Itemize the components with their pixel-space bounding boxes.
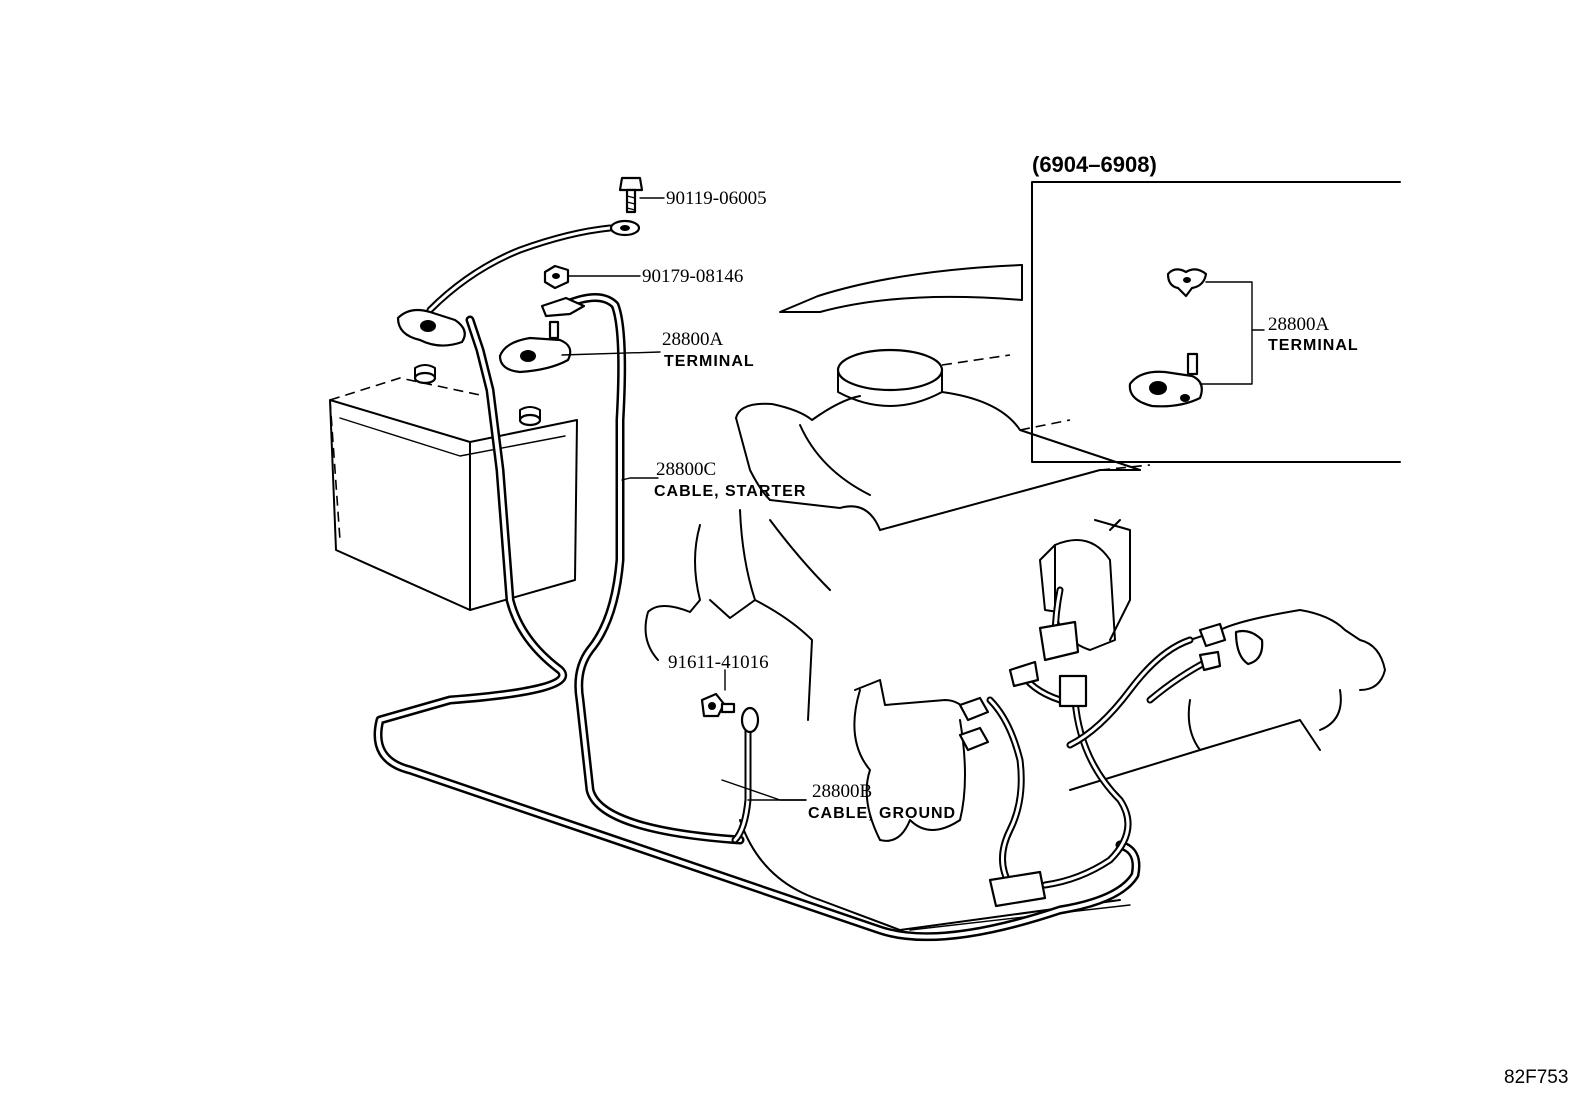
cable-starter bbox=[560, 293, 745, 845]
battery-post-pos bbox=[518, 406, 542, 427]
callout-starter-cable-number: 28800C bbox=[656, 459, 716, 480]
inset-panel: (6904–6908) 28800A TERMINAL bbox=[1031, 152, 1401, 463]
battery-terminal-neg bbox=[396, 308, 466, 347]
callout-bolt: 90119-06005 bbox=[666, 188, 767, 209]
callout-terminal-number: 28800A bbox=[662, 329, 724, 350]
callout-ground-cable-number: 28800B bbox=[812, 781, 872, 802]
terminal-28800A bbox=[498, 320, 572, 374]
wing-nut bbox=[1166, 268, 1208, 298]
negative-lead bbox=[426, 224, 614, 314]
cable-battery-main bbox=[373, 315, 1141, 942]
nut-90179-08146 bbox=[543, 264, 570, 290]
bolt-91611-41016 bbox=[700, 692, 736, 718]
callout-ground-cable-name: CABLE, GROUND bbox=[808, 805, 956, 822]
inset-part-name: TERMINAL bbox=[1268, 337, 1359, 354]
leader-lines bbox=[561, 197, 807, 801]
inset-pointer-arrow bbox=[779, 264, 1023, 313]
callout-terminal-name: TERMINAL bbox=[664, 353, 755, 370]
bolt-90119-06005 bbox=[618, 176, 644, 214]
ground-cable-lug bbox=[740, 706, 760, 734]
callout-labels: 90119-06005 90179-08146 28800A TERMINAL … bbox=[642, 188, 956, 822]
battery bbox=[329, 364, 578, 611]
battery-post-neg bbox=[413, 364, 437, 385]
ring-lug bbox=[609, 219, 641, 237]
figure-reference: 82F753 bbox=[1504, 1067, 1568, 1088]
callout-starter-cable-name: CABLE, STARTER bbox=[654, 483, 806, 500]
inset-terminal bbox=[1128, 352, 1203, 408]
callout-nut: 90179-08146 bbox=[642, 266, 743, 287]
starter-cable-lug bbox=[540, 296, 586, 318]
callout-ground-bolt: 91611-41016 bbox=[668, 652, 769, 673]
engine-outline bbox=[644, 348, 1386, 931]
cable-ground bbox=[731, 714, 752, 844]
harness-connectors bbox=[958, 620, 1264, 908]
harness-wires bbox=[986, 586, 1214, 889]
inset-part-number: 28800A bbox=[1268, 314, 1330, 335]
inset-header: (6904–6908) bbox=[1032, 152, 1157, 177]
